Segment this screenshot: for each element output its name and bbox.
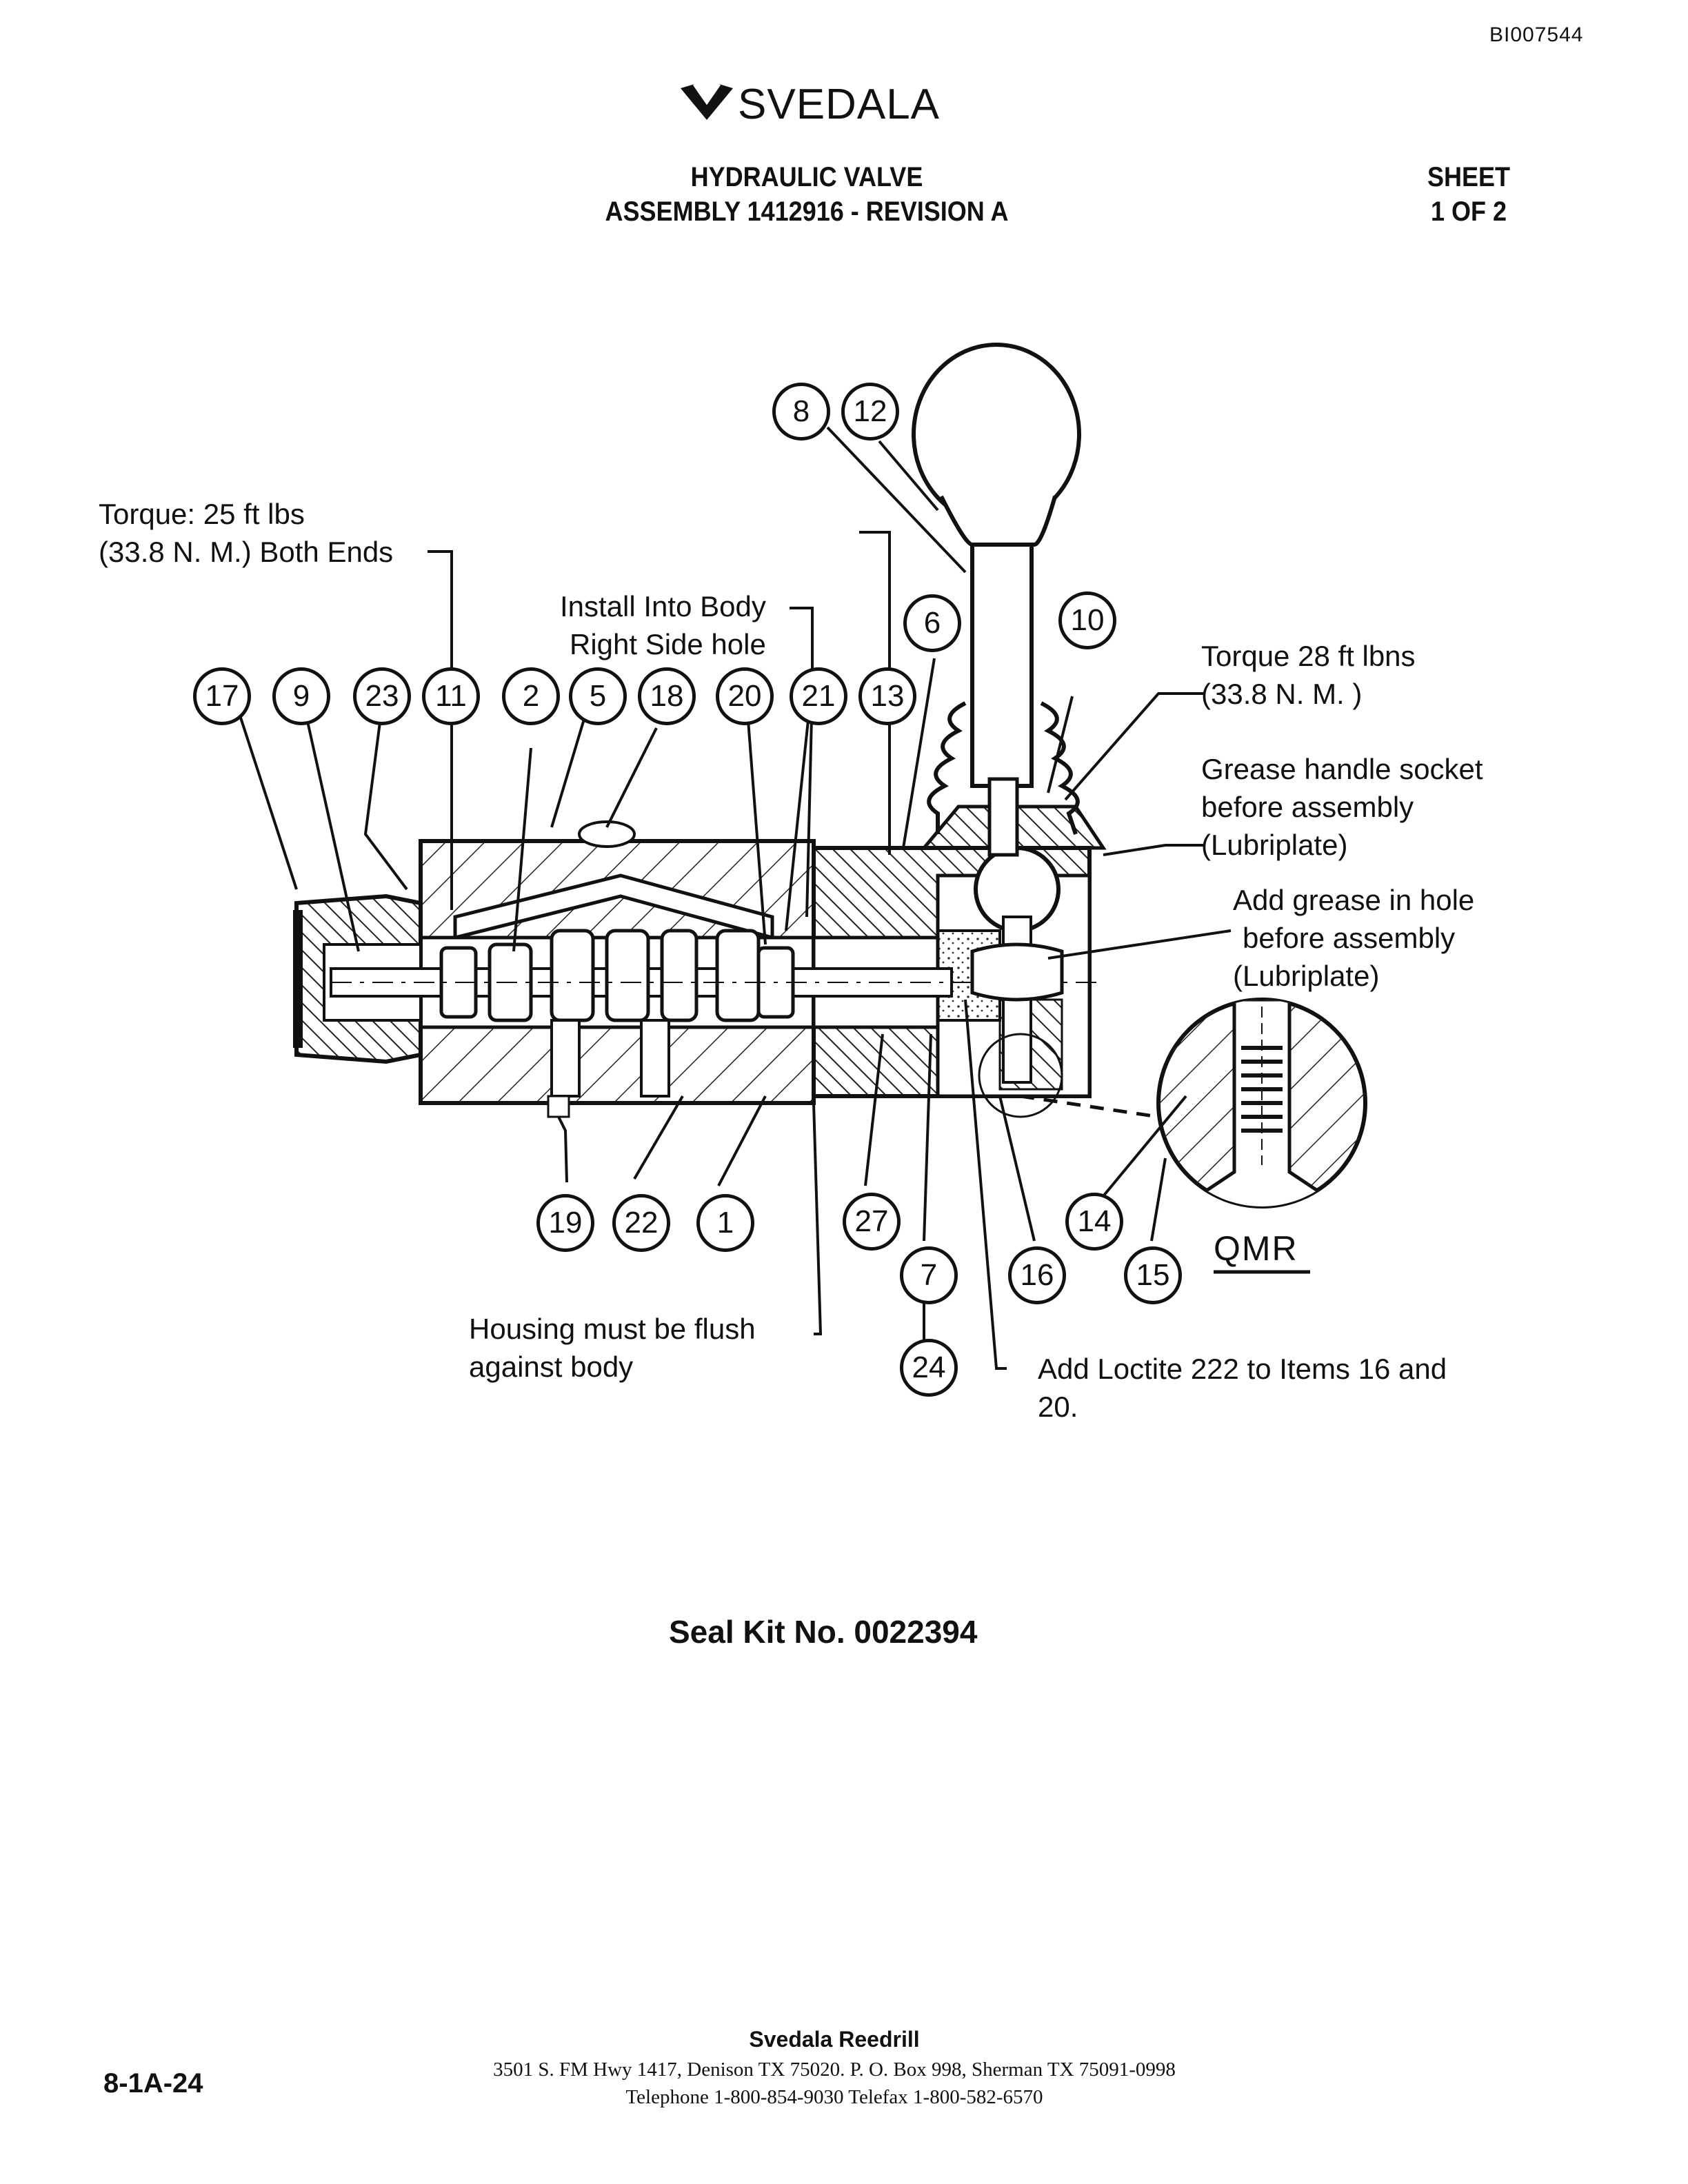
note-loctite-line1: Add Loctite 222 to Items 16 and bbox=[1038, 1353, 1447, 1385]
note-loctite: Add Loctite 222 to Items 16 and 20. bbox=[1038, 1350, 1447, 1426]
callout-13: 13 bbox=[858, 667, 916, 725]
detail-view-qmr bbox=[978, 998, 1367, 1209]
note-grease-hole-line2: before assembly bbox=[1243, 922, 1456, 954]
drawing-title: HYDRAULIC VALVE ASSEMBLY 1412916 - REVIS… bbox=[552, 160, 1061, 229]
note-grease-hole-line1: Add grease in hole bbox=[1233, 884, 1475, 916]
title-line-2: ASSEMBLY 1412916 - REVISION A bbox=[605, 196, 1009, 227]
callout-23: 23 bbox=[353, 667, 411, 725]
leader-lines bbox=[239, 426, 1232, 1370]
note-torque-right-line1: Torque 28 ft lbns bbox=[1201, 640, 1416, 672]
note-grease-hole-line3: (Lubriplate) bbox=[1233, 960, 1380, 992]
note-housing-flush: Housing must be flush against body bbox=[469, 1310, 756, 1386]
callout-16: 16 bbox=[1008, 1246, 1066, 1304]
handle-lever bbox=[912, 343, 1081, 857]
page-number: 8-1A-24 bbox=[103, 2068, 203, 2099]
note-housing-line1: Housing must be flush bbox=[469, 1313, 756, 1345]
detail-label-qmr: QMR bbox=[1214, 1229, 1298, 1268]
callout-7: 7 bbox=[900, 1246, 958, 1304]
callout-9: 9 bbox=[272, 667, 330, 725]
callout-2: 2 bbox=[502, 667, 560, 725]
callout-12: 12 bbox=[841, 383, 899, 441]
note-grease-socket-line3: (Lubriplate) bbox=[1201, 829, 1348, 861]
seal-kit-number: Seal Kit No. 0022394 bbox=[669, 1614, 978, 1650]
note-torque-right-line2: (33.8 N. M. ) bbox=[1201, 678, 1363, 710]
callout-17: 17 bbox=[193, 667, 251, 725]
note-grease-socket: Grease handle socket before assembly (Lu… bbox=[1201, 750, 1483, 864]
check-ball bbox=[578, 820, 636, 848]
note-housing-line2: against body bbox=[469, 1351, 634, 1383]
sheet-indicator: SHEET 1 OF 2 bbox=[1425, 160, 1512, 229]
document-id: BI007544 bbox=[1489, 23, 1584, 46]
note-torque-right: Torque 28 ft lbns (33.8 N. M. ) bbox=[1201, 637, 1416, 713]
company-address: 3501 S. FM Hwy 1417, Denison TX 75020. P… bbox=[345, 2056, 1324, 2111]
note-install-line2: Right Side hole bbox=[569, 628, 766, 660]
company-name: Svedala Reedrill bbox=[749, 2027, 920, 2052]
callout-6: 6 bbox=[903, 594, 961, 652]
spool bbox=[330, 929, 1103, 1118]
note-grease-socket-line2: before assembly bbox=[1201, 791, 1414, 823]
note-torque-left: Torque: 25 ft lbs (33.8 N. M.) Both Ends bbox=[99, 495, 393, 571]
svedala-logo-icon bbox=[681, 83, 733, 120]
note-install-line1: Install Into Body bbox=[560, 590, 766, 623]
title-line-1: HYDRAULIC VALVE bbox=[690, 162, 923, 192]
callout-20: 20 bbox=[716, 667, 774, 725]
rubber-boot bbox=[927, 701, 1080, 835]
callout-11: 11 bbox=[422, 667, 480, 725]
callout-21: 21 bbox=[790, 667, 847, 725]
sheet-label: SHEET bbox=[1427, 162, 1511, 192]
note-torque-left-line1: Torque: 25 ft lbs bbox=[99, 498, 305, 530]
callout-18: 18 bbox=[638, 667, 696, 725]
address-line: 3501 S. FM Hwy 1417, Denison TX 75020. P… bbox=[493, 2059, 1176, 2081]
callout-5: 5 bbox=[569, 667, 627, 725]
callout-1: 1 bbox=[696, 1194, 754, 1252]
callout-27: 27 bbox=[843, 1193, 901, 1251]
note-torque-left-line2: (33.8 N. M.) Both Ends bbox=[99, 536, 394, 568]
callout-10: 10 bbox=[1058, 592, 1116, 649]
sheet-number: 1 OF 2 bbox=[1430, 196, 1507, 227]
callout-8: 8 bbox=[772, 383, 830, 441]
callout-14: 14 bbox=[1065, 1193, 1123, 1251]
note-loctite-line2: 20. bbox=[1038, 1391, 1078, 1423]
note-grease-socket-line1: Grease handle socket bbox=[1201, 753, 1483, 785]
note-install-body: Install Into Body Right Side hole bbox=[560, 587, 766, 663]
note-grease-hole: Add grease in hole before assembly (Lubr… bbox=[1233, 881, 1474, 995]
callout-24: 24 bbox=[900, 1339, 958, 1397]
callout-15: 15 bbox=[1124, 1246, 1182, 1304]
callout-22: 22 bbox=[612, 1194, 670, 1252]
callout-19: 19 bbox=[536, 1194, 594, 1252]
phone-line: Telephone 1-800-854-9030 Telefax 1-800-5… bbox=[625, 2086, 1043, 2108]
brand-name: SVEDALA bbox=[738, 81, 941, 128]
